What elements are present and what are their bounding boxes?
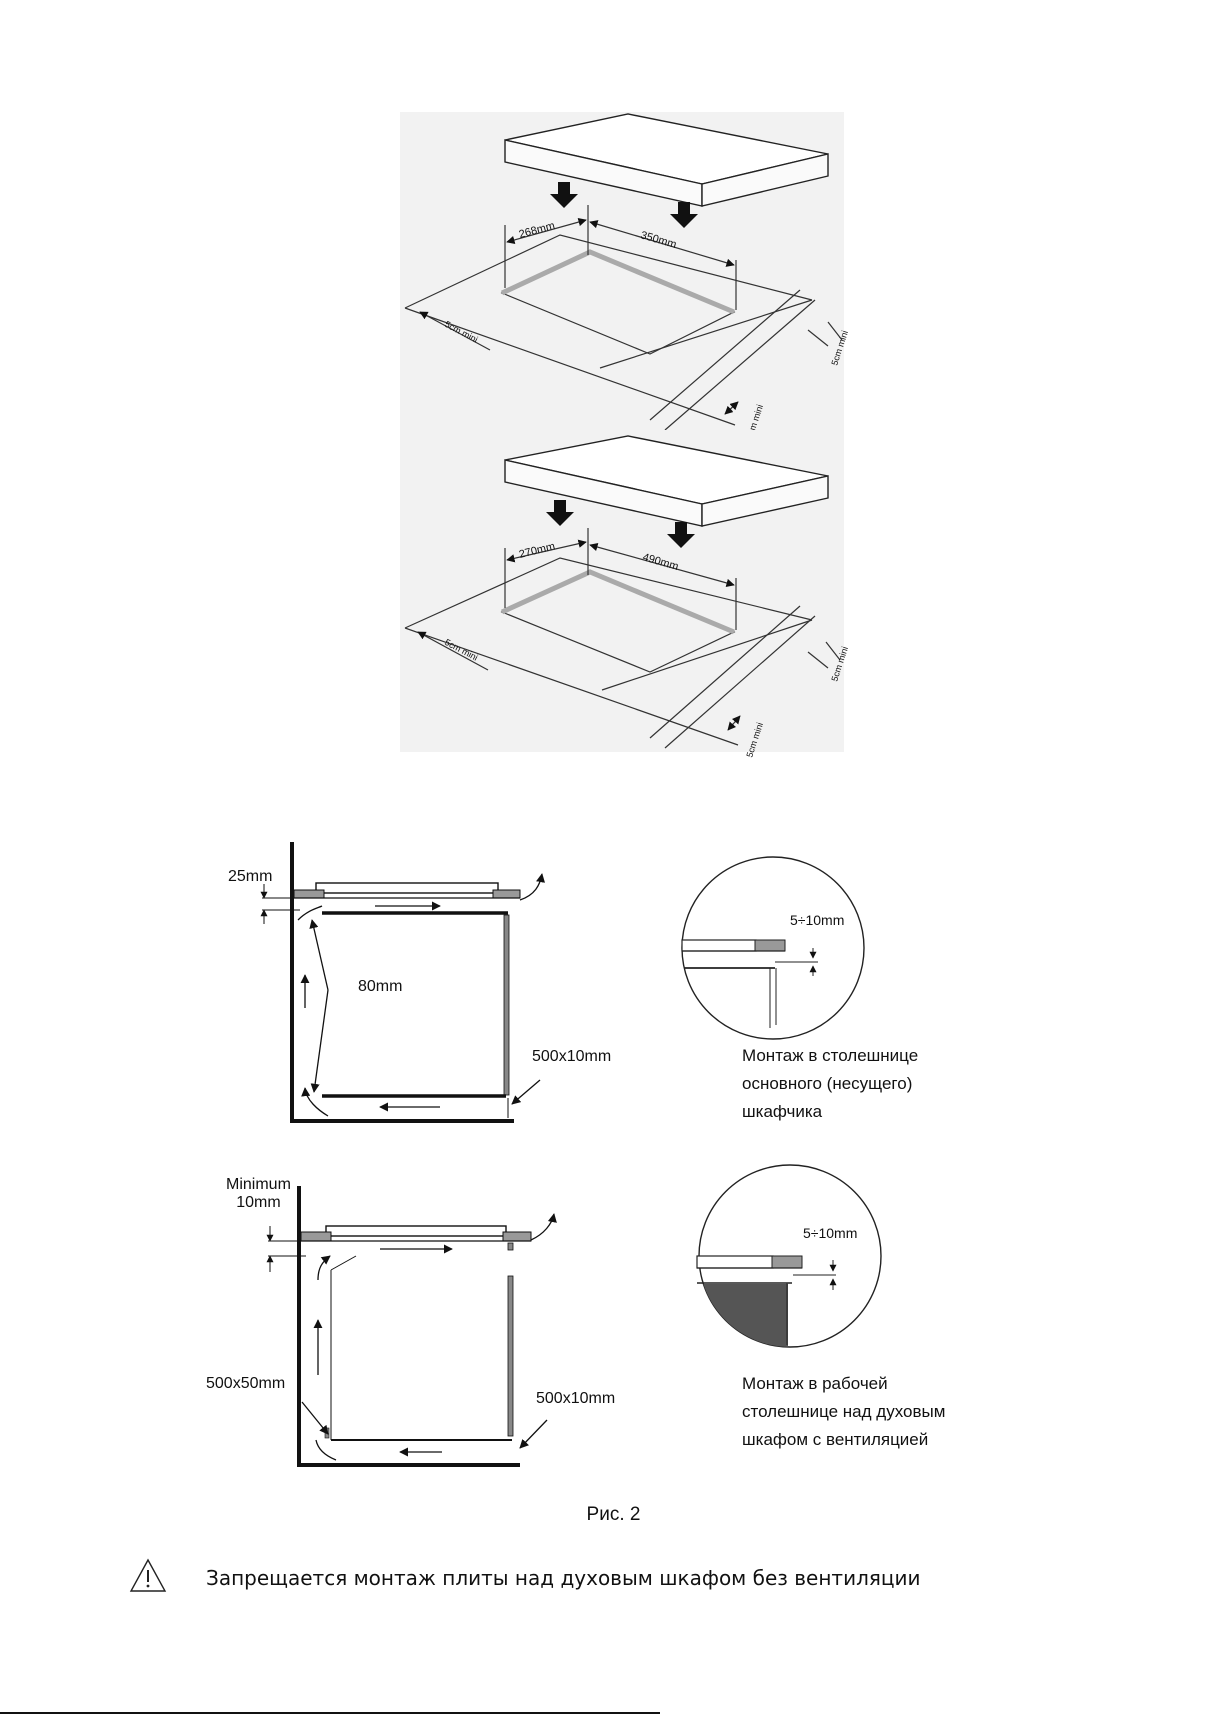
- side-vent-label: 500x50mm: [206, 1375, 286, 1392]
- warning-text: Запрещается монтаж плиты над духовым шка…: [206, 1566, 921, 1590]
- min-gap-label: Minimum 10mm: [226, 1176, 291, 1212]
- caption-line: основного (несущего): [742, 1074, 913, 1093]
- figure-label: Рис. 2: [586, 1504, 641, 1525]
- min-gap-line: 10mm: [236, 1194, 281, 1211]
- top-diagram-2-panel: [400, 430, 844, 752]
- caption-line: столешнице над духовым: [742, 1402, 946, 1421]
- caption-line: Монтаж в рабочей: [742, 1374, 888, 1393]
- top-diagram-1-panel: [400, 112, 844, 430]
- footer-rule: [0, 1712, 660, 1714]
- detail-gap-label: 5÷10mm: [790, 912, 845, 928]
- gap-label: 25mm: [228, 868, 273, 885]
- detail-gap-label: 5÷10mm: [803, 1225, 858, 1241]
- caption-1: Монтаж в столешнице основного (несущего)…: [742, 1042, 918, 1126]
- caption-line: Монтаж в столешнице: [742, 1046, 919, 1065]
- caption-2: Монтаж в рабочей столешнице над духовым …: [742, 1370, 945, 1454]
- bottom-vent-label: 500x10mm: [536, 1390, 616, 1407]
- caption-line: шкафом с вентиляцией: [742, 1430, 929, 1449]
- caption-line: шкафчика: [742, 1102, 823, 1121]
- min-gap-line: Minimum: [226, 1176, 291, 1193]
- inner-label: 80mm: [358, 978, 403, 995]
- bottom-vent-label: 500x10mm: [532, 1048, 612, 1065]
